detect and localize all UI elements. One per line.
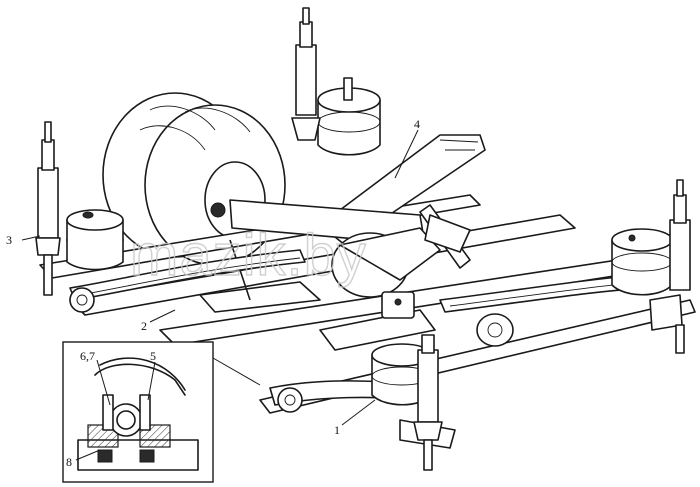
detail-inset bbox=[62, 341, 261, 483]
air-bellows-top bbox=[317, 77, 381, 156]
callout-4: 4 bbox=[414, 117, 420, 131]
leader-4 bbox=[394, 129, 419, 179]
leader-2 bbox=[149, 309, 176, 323]
shock-absorber-top bbox=[291, 7, 321, 141]
air-bellows-front bbox=[371, 343, 433, 406]
watermark: mazik.by bbox=[130, 223, 367, 288]
leader-67 bbox=[96, 359, 111, 406]
callout-8: 8 bbox=[66, 455, 72, 469]
callout-1: 1 bbox=[334, 423, 340, 437]
air-bellows-left bbox=[66, 209, 124, 271]
axle-differential bbox=[229, 199, 471, 319]
shock-absorber-right bbox=[649, 179, 691, 354]
callout-2: 2 bbox=[141, 319, 147, 333]
leaf-spring-2 bbox=[69, 249, 306, 313]
callout-67: 6,7 bbox=[80, 349, 95, 363]
leader-3 bbox=[21, 235, 41, 241]
air-bellows-right bbox=[611, 228, 673, 296]
callout-5: 5 bbox=[150, 349, 156, 363]
leader-5 bbox=[147, 361, 156, 401]
shock-absorber-left-3 bbox=[35, 121, 61, 296]
leader-8 bbox=[75, 449, 101, 461]
callout-3: 3 bbox=[6, 233, 12, 247]
leader-1 bbox=[341, 399, 376, 426]
shock-absorber-front bbox=[413, 334, 443, 471]
